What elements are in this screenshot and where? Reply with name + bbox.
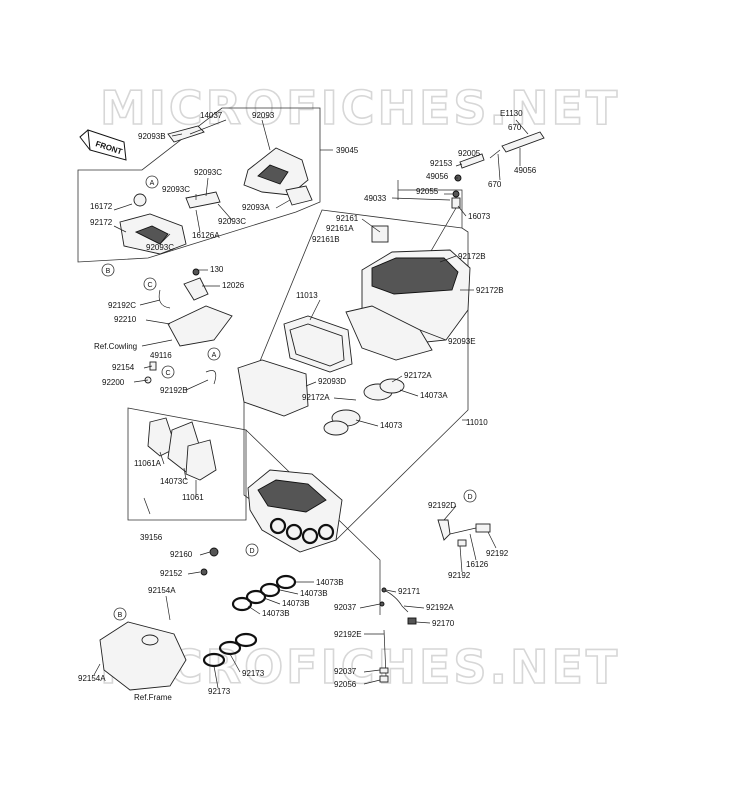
part-label: 92160 <box>170 550 193 559</box>
sensor-assembly <box>437 519 491 547</box>
part-label: 92037 <box>334 667 357 676</box>
part-label: 39045 <box>336 146 359 155</box>
part-label: 14037 <box>200 111 223 120</box>
intake-ducts <box>323 378 405 436</box>
part-label: 14073A <box>420 391 448 400</box>
part-label: 16073 <box>468 212 491 221</box>
rubber-rings <box>202 574 297 668</box>
part-label: 92153 <box>430 159 453 168</box>
part-label: 92172B <box>476 286 504 295</box>
part-label: 16172 <box>90 202 113 211</box>
part-label: 92056 <box>334 680 357 689</box>
part-label: 92152 <box>160 569 183 578</box>
lower-airbox-housing <box>247 469 343 553</box>
part-label: 92173 <box>242 669 265 678</box>
callout-a-mid: A <box>212 352 217 359</box>
callout-c-mid: C <box>165 370 170 377</box>
callout-b-top: B <box>106 268 111 275</box>
part-label: 92154A <box>148 586 176 595</box>
part-label: 92192 <box>486 549 509 558</box>
part-label: 92005 <box>458 149 481 158</box>
ref-cowling: Ref.Cowling <box>94 342 137 351</box>
watermark-bottom: MICROFICHES.NET <box>100 640 620 694</box>
part-label: 92172A <box>404 371 432 380</box>
part-label: 92154 <box>112 363 135 372</box>
part-label: 92172 <box>90 218 113 227</box>
part-label: 16126 <box>466 560 489 569</box>
part-label: 14073C <box>160 477 188 486</box>
air-filter-elements <box>147 315 353 481</box>
part-label: 92161B <box>312 235 340 244</box>
part-label: 92173 <box>208 687 231 696</box>
part-label: 92170 <box>432 619 455 628</box>
part-label: 92192A <box>426 603 454 612</box>
part-label: 49116 <box>150 351 172 360</box>
part-label: 92161A <box>326 224 354 233</box>
part-label: 92154A <box>78 674 106 683</box>
part-label: 14073B <box>262 609 290 618</box>
part-label: 92172B <box>458 252 486 261</box>
heat-shield-92093B <box>167 125 205 143</box>
part-label: 49056 <box>426 172 449 181</box>
callout-a-top: A <box>150 180 155 187</box>
callout-b-bottom: B <box>118 612 123 619</box>
part-label: 12026 <box>222 281 245 290</box>
part-label: 670 <box>488 180 502 189</box>
part-label: 49033 <box>364 194 387 203</box>
part-label: 16126A <box>192 231 220 240</box>
part-label: 92192E <box>334 630 362 639</box>
part-label: 92171 <box>398 587 421 596</box>
part-labels: 14037 92093 92093B 39045 92093C 92093C 9… <box>78 109 537 696</box>
part-label: 92093C <box>194 168 222 177</box>
part-label: 670 <box>508 123 522 132</box>
part-label: 49056 <box>514 166 537 175</box>
part-label: 14073B <box>316 578 344 587</box>
part-label: 92192 <box>448 571 471 580</box>
part-label: 92210 <box>114 315 137 324</box>
callout-c-top: C <box>147 282 152 289</box>
watermark-top: MICROFICHES.NET <box>100 81 620 135</box>
part-label: 11061A <box>134 459 162 468</box>
part-label: 130 <box>210 265 224 274</box>
part-label: 11061 <box>182 493 204 502</box>
part-label: 92192D <box>428 501 456 510</box>
part-label: 92093A <box>242 203 270 212</box>
part-label: 92093E <box>448 337 476 346</box>
part-label: 92093C <box>218 217 246 226</box>
part-label: E1130 <box>500 109 523 118</box>
ref-frame: Ref.Frame <box>134 693 172 702</box>
callout-d-right: D <box>467 494 472 501</box>
drain-hose <box>143 497 417 683</box>
callout-d-mid: D <box>249 548 254 555</box>
front-arrow: FRONT <box>79 129 127 161</box>
vent-hose-assembly <box>419 131 545 271</box>
part-label: 14073B <box>282 599 310 608</box>
part-label: 92093C <box>146 243 174 252</box>
upper-left-group-box <box>77 107 321 263</box>
filter-group-box <box>127 407 247 521</box>
part-label: 92037 <box>334 603 357 612</box>
part-label: 92093C <box>162 185 190 194</box>
part-label: 92093D <box>318 377 346 386</box>
part-label: 14073B <box>300 589 328 598</box>
part-label: 92200 <box>102 378 125 387</box>
part-label: 92093B <box>138 132 166 141</box>
part-label: 92192C <box>108 301 136 310</box>
part-label: 11010 <box>466 418 488 427</box>
upper-cover-assembly <box>119 125 313 255</box>
part-label: 92192B <box>160 386 188 395</box>
leader-lines <box>93 119 529 689</box>
part-label: 92093 <box>252 111 275 120</box>
part-label: 14073 <box>380 421 403 430</box>
upper-airbox-housing <box>345 225 471 361</box>
part-label: 92055 <box>416 187 439 196</box>
frame-bracket <box>99 621 187 691</box>
part-label: 92172A <box>302 393 330 402</box>
part-label: 39156 <box>140 533 163 542</box>
part-label: 92161 <box>336 214 359 223</box>
part-label: 11013 <box>296 291 318 300</box>
